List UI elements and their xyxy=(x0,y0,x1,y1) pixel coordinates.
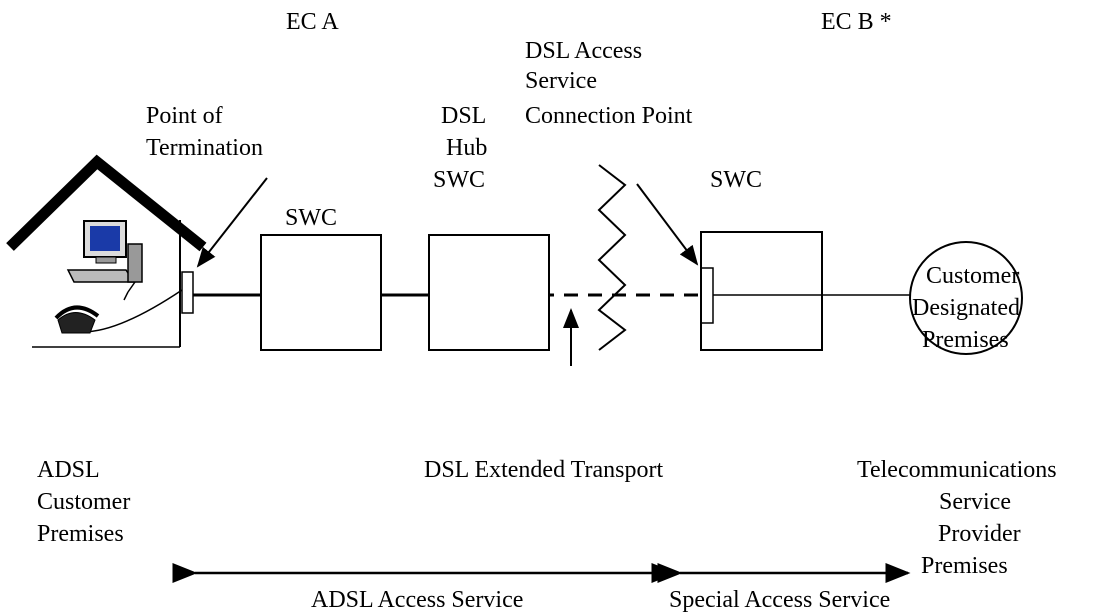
dsl-access-label-3: Connection Point xyxy=(525,103,693,129)
tsp-label-4: Premises xyxy=(921,553,1008,579)
cdp-label-1: Customer xyxy=(926,263,1019,289)
swc-box-a xyxy=(260,234,382,351)
cdp-label-2: Designated xyxy=(912,295,1020,321)
computer-icon xyxy=(66,220,143,301)
pot-arrow xyxy=(196,177,268,268)
tsp-label-1: Telecommunications xyxy=(857,457,1057,483)
pot-label-2: Termination xyxy=(146,135,263,161)
dsl-hub-swc-box xyxy=(428,234,550,351)
dsl-hub-label-1: DSL xyxy=(441,103,486,129)
zigzag-break xyxy=(597,164,627,351)
dsl-extended-transport-label: DSL Extended Transport xyxy=(424,457,663,483)
adsl-cp-label-1: ADSL xyxy=(37,457,100,483)
dsl-access-label-2: Service xyxy=(525,68,597,94)
special-access-service-label: Special Access Service xyxy=(669,587,890,613)
ec-b-label: EC B * xyxy=(821,9,892,35)
dsl-hub-label-3: SWC xyxy=(433,167,485,193)
telephone-icon xyxy=(54,289,183,334)
swc-box-b xyxy=(700,231,823,351)
cdp-label-3: Premises xyxy=(922,327,1009,353)
demarc-box-right xyxy=(700,267,714,324)
pot-label-1: Point of xyxy=(146,103,223,129)
connection-point-arrow xyxy=(636,183,699,266)
customer-premises-circle xyxy=(909,241,1023,355)
dsl-access-label-1: DSL Access xyxy=(525,38,642,64)
tsp-label-3: Provider xyxy=(938,521,1021,547)
adsl-cp-label-2: Customer xyxy=(37,489,130,515)
adsl-cp-label-3: Premises xyxy=(37,521,124,547)
demarc-box-left xyxy=(181,271,194,314)
adsl-access-service-label: ADSL Access Service xyxy=(311,587,523,613)
tsp-label-2: Service xyxy=(939,489,1011,515)
house-icon xyxy=(6,154,207,348)
ec-a-label: EC A xyxy=(286,9,339,35)
swc-label-b: SWC xyxy=(710,167,762,193)
swc-label-a: SWC xyxy=(285,205,337,231)
dsl-hub-label-2: Hub xyxy=(446,135,487,161)
